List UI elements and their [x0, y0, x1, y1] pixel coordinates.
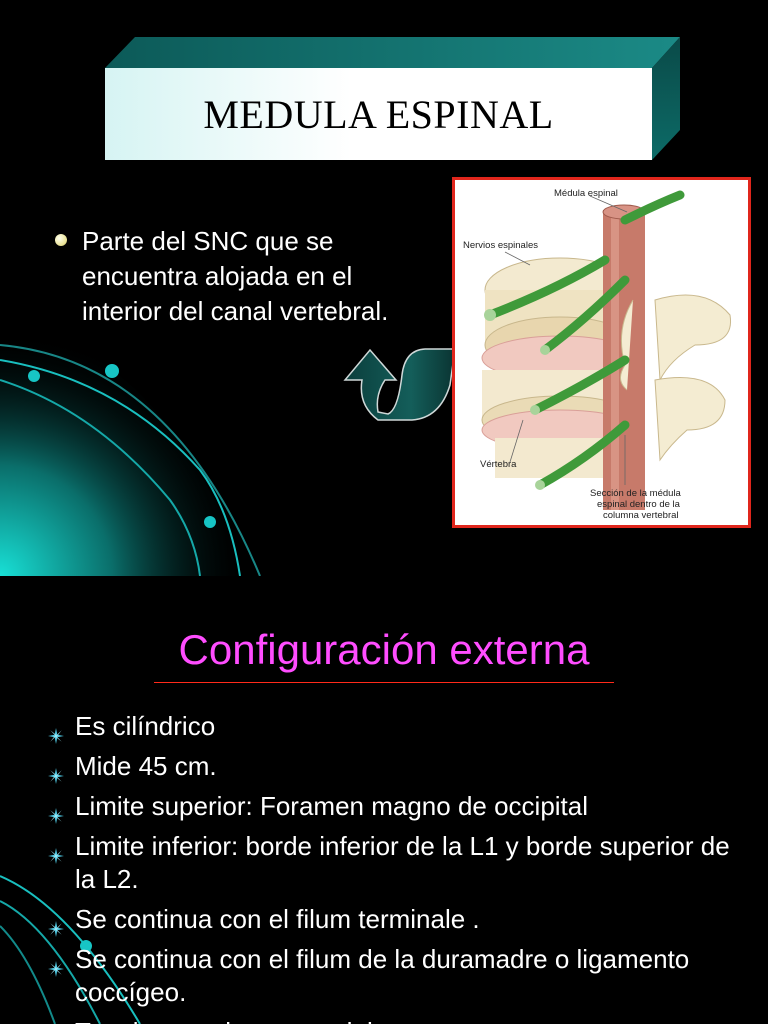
label-medula: Médula espinal — [554, 188, 618, 199]
heading-underline — [154, 682, 614, 683]
label-seccion-3: columna vertebral — [603, 510, 679, 521]
starburst-bullet-icon — [48, 759, 64, 784]
list-item: Se continua con el filum de la duramadre… — [42, 943, 742, 1009]
teal-arc-decoration — [0, 330, 261, 576]
list-item: Limite superior: Foramen magno de occipi… — [42, 790, 742, 824]
slide-medula-espinal: MEDULA ESPINAL Parte del SNC que se encu… — [0, 37, 751, 576]
list-item-text: Limite inferior: borde inferior de la L1… — [75, 831, 730, 894]
list-item-text: Mide 45 cm. — [75, 751, 217, 781]
spinal-cord-illustration: Médula espinal Nervios espinales Vértebr… — [452, 177, 751, 528]
label-vertebra: Vértebra — [480, 459, 517, 470]
curved-arrow-icon — [343, 348, 456, 421]
list-item: Se continua con el filum terminale . — [42, 903, 742, 937]
spine-drawing — [481, 190, 732, 510]
list-item: Termina en el cono medular — [42, 1016, 742, 1024]
starburst-bullet-icon — [48, 912, 64, 937]
label-seccion-1: Sección de la médula — [590, 488, 681, 499]
slide-title: MEDULA ESPINAL — [203, 91, 554, 137]
starburst-bullet-icon — [48, 839, 64, 864]
list-item: Mide 45 cm. — [42, 750, 742, 784]
label-nervios: Nervios espinales — [463, 240, 538, 251]
list-item-text: Limite superior: Foramen magno de occipi… — [75, 791, 589, 821]
starburst-bullet-icon — [48, 952, 64, 977]
teal-arc-decoration — [0, 875, 141, 1024]
title-box-3d — [105, 37, 680, 160]
list-item: Es cilíndrico — [42, 710, 742, 744]
list-item-text: Se continua con el filum de la duramadre… — [75, 944, 690, 1007]
starburst-bullet-icon — [48, 719, 64, 744]
round-bullet-icon — [55, 234, 67, 246]
section-heading: Configuración externa — [178, 626, 590, 673]
list-item-text: Se continua con el filum terminale . — [75, 904, 480, 934]
bullet-text: Parte del SNC que se encuentra alojada e… — [82, 226, 389, 326]
starburst-bullet-icon — [48, 799, 64, 824]
title-box — [105, 68, 652, 160]
list-item-text: Termina en el cono medular — [75, 1017, 396, 1024]
list-item-text: Es cilíndrico — [75, 711, 216, 741]
list-item: Limite inferior: borde inferior de la L1… — [42, 830, 742, 896]
label-seccion-2: espinal dentro de la — [597, 499, 680, 510]
